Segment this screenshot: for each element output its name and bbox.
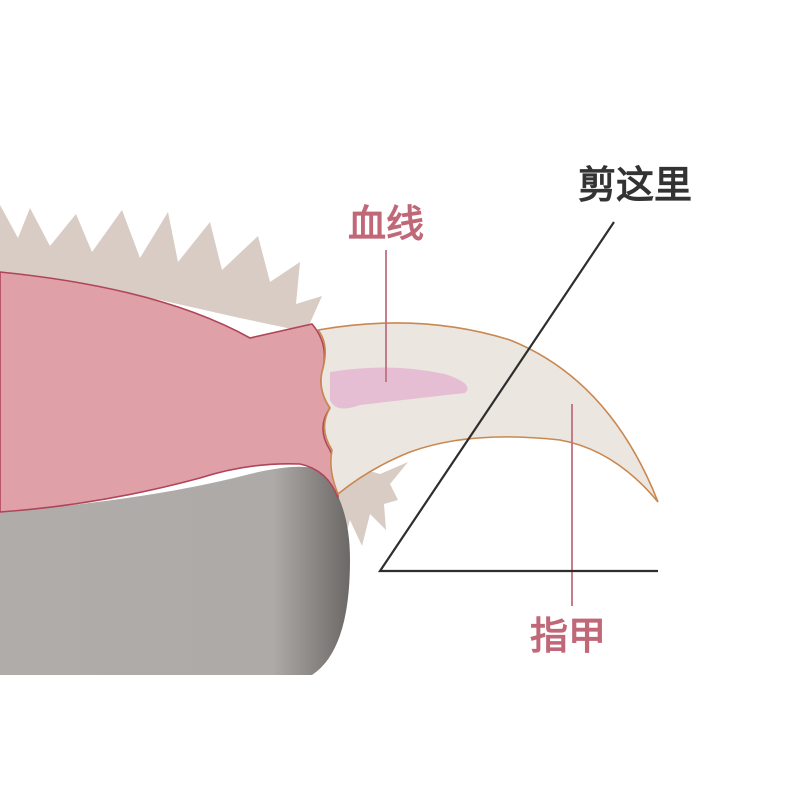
cut-here-label: 剪这里 bbox=[578, 163, 693, 207]
quick bbox=[330, 367, 468, 409]
cut-line bbox=[377, 221, 658, 573]
fur-tufts bbox=[0, 205, 322, 332]
claw bbox=[316, 322, 659, 503]
toe-skin bbox=[0, 271, 339, 513]
nail-label: 指甲 bbox=[530, 614, 607, 658]
toe-pad bbox=[0, 466, 350, 675]
quick-label: 血线 bbox=[348, 202, 425, 246]
